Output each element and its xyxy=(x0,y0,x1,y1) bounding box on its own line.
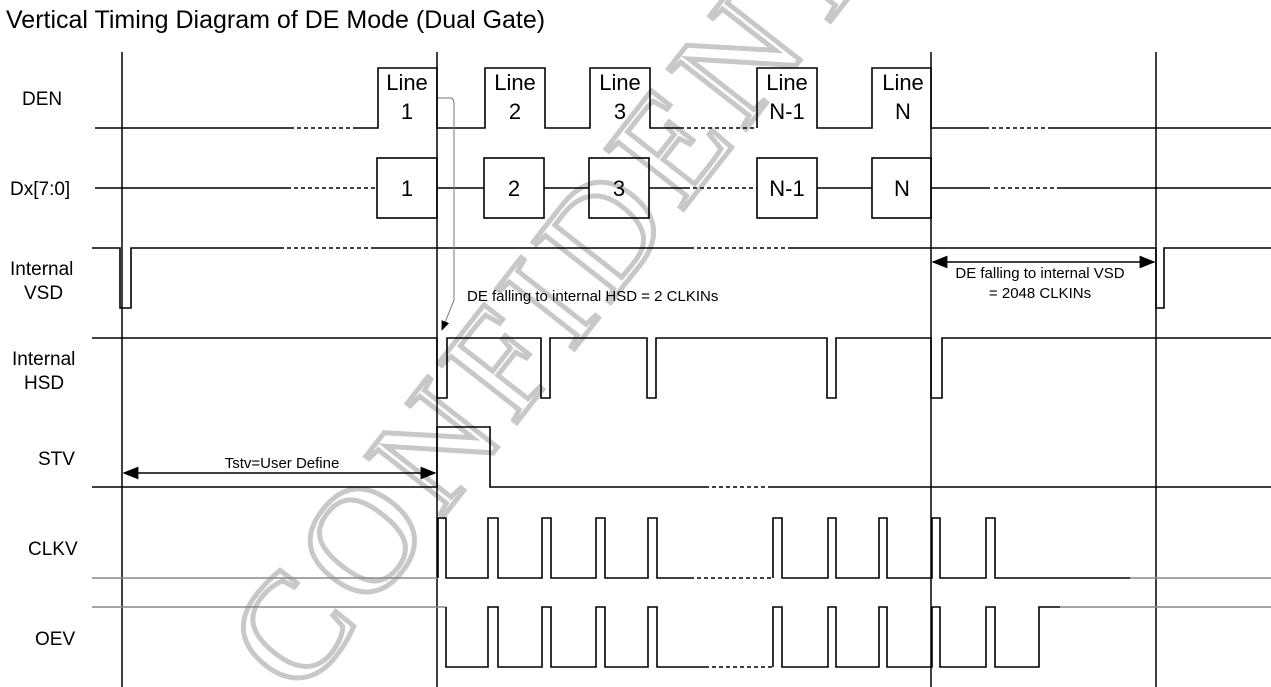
dx-box-label: 1 xyxy=(401,176,413,201)
den-pulse-label: Line xyxy=(766,70,808,95)
hsd-waveform xyxy=(92,337,1271,399)
dx-waveform xyxy=(95,157,1271,219)
label-oev: OEV xyxy=(35,629,75,650)
vsd-delay-label: = 2048 CLKINs xyxy=(989,285,1091,302)
den-pulse-label: 2 xyxy=(509,99,521,124)
label-hsd-2: HSD xyxy=(24,373,64,394)
dx-box-label: N xyxy=(894,176,910,201)
oev-waveform xyxy=(92,606,1271,668)
clkv-waveform xyxy=(92,517,1271,579)
label-hsd-1: Internal xyxy=(12,349,75,370)
den-pulse-label: 1 xyxy=(401,99,413,124)
label-den: DEN xyxy=(22,89,62,110)
den-pulse-label: Line xyxy=(494,70,536,95)
label-vsd-2: VSD xyxy=(24,283,63,304)
confidential-watermark: CONFIDENTIAL xyxy=(195,0,1077,687)
den-waveform xyxy=(95,67,1271,129)
dx-box-label: 2 xyxy=(508,176,520,201)
den-pulse-label: N xyxy=(895,99,911,124)
label-vsd-1: Internal xyxy=(10,259,73,280)
diagram-title: Vertical Timing Diagram of DE Mode (Dual… xyxy=(6,6,545,34)
den-pulse-label: Line xyxy=(599,70,641,95)
den-pulse-label: Line xyxy=(882,70,924,95)
dx-box-label: 3 xyxy=(613,176,625,201)
label-clkv: CLKV xyxy=(28,539,78,560)
tstv-label: Tstv=User Define xyxy=(225,455,340,472)
vsd-waveform xyxy=(92,247,1271,309)
label-dx: Dx[7:0] xyxy=(10,179,70,200)
den-pulse-label: 3 xyxy=(614,99,626,124)
dx-box-label: N-1 xyxy=(769,176,804,201)
hsd-delay-arrow xyxy=(438,97,455,331)
den-pulse-label: N-1 xyxy=(769,99,804,124)
label-stv: STV xyxy=(38,449,75,470)
den-pulse-label: Line xyxy=(386,70,428,95)
vsd-delay-label: DE falling to internal VSD xyxy=(955,265,1124,282)
hsd-delay-label: DE falling to internal HSD = 2 CLKINs xyxy=(467,288,718,305)
stv-waveform xyxy=(92,426,1271,488)
